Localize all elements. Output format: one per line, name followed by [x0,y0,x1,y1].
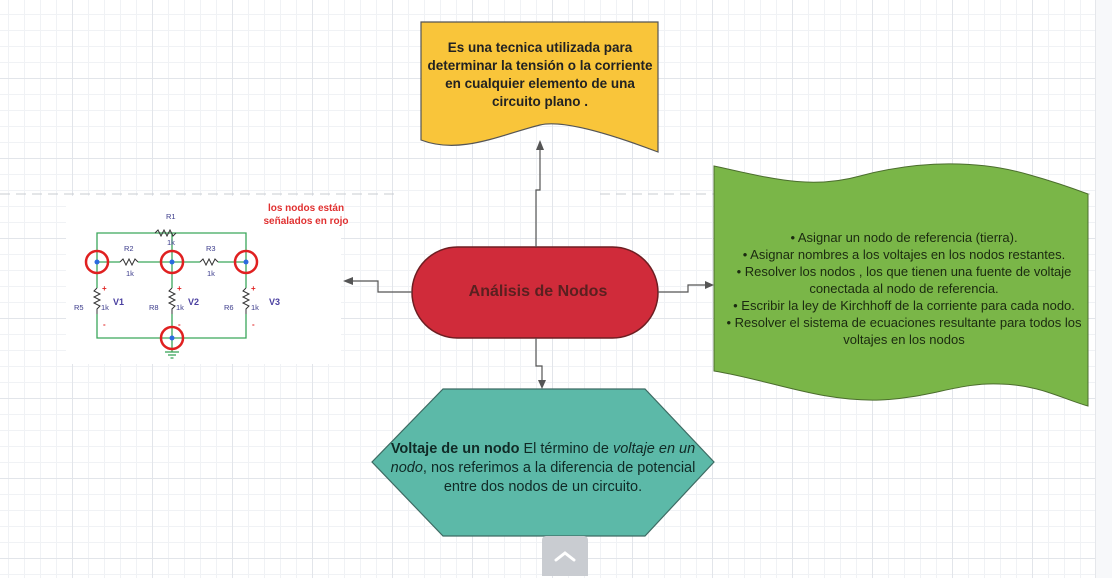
svg-text:R1: R1 [166,212,176,221]
svg-text:R8: R8 [149,303,159,312]
svg-text:1k: 1k [167,238,175,247]
steps-shape[interactable] [713,163,1089,407]
circuit-image: R1 1k R2 1k R3 1k R5 1k R8 1k R6 1k V1 V… [74,212,280,359]
voltage-node-rest: , nos referimos a la diferencia de poten… [422,460,696,495]
steps-list: • Asignar un nodo de referencia (tierra)… [720,208,1088,368]
step-item: • Resolver los nodos , los que tienen un… [736,263,1072,296]
scroll-up-button[interactable] [542,536,588,576]
svg-text:V3: V3 [269,297,280,307]
svg-text:R2: R2 [124,244,134,253]
right-scrollbar[interactable] [1095,0,1112,578]
step-item: • Escribir la ley de Kirchhoff de la cor… [733,297,1075,313]
svg-text:-: - [103,320,106,329]
voltage-node-shape[interactable] [371,388,715,537]
connector-top [535,145,541,247]
central-node-label: Análisis de Nodos [468,283,608,300]
step-item: • Resolver el sistema de ecuaciones resu… [726,314,1082,347]
chevron-up-icon [554,551,576,562]
svg-text:+: + [251,284,256,293]
voltage-node-lead: El término de [519,441,613,457]
voltage-node-italic: voltaje en un nodo [390,441,696,476]
svg-text:1k: 1k [101,303,109,312]
svg-text:+: + [177,284,182,293]
svg-text:R6: R6 [224,303,234,312]
voltage-node-term: Voltaje de un nodo [390,441,520,457]
svg-text:V2: V2 [188,297,199,307]
voltage-node-text: Voltaje de un nodo El término de voltaje… [390,432,696,512]
definition-text: Es una tecnica utilizada para determinar… [427,40,653,109]
node-marker-3 [233,249,259,275]
svg-text:R3: R3 [206,244,216,253]
svg-text:+: + [102,284,107,293]
arrowheads [343,140,714,389]
svg-text:1k: 1k [176,303,184,312]
svg-text:-: - [178,320,181,329]
svg-text:1k: 1k [207,269,215,278]
circuit-note: los nodos están señalados en rojo [263,203,349,227]
svg-text:V1: V1 [113,297,124,307]
step-item: • Asignar un nodo de referencia (tierra)… [790,229,1018,245]
connector-bottom [535,338,543,386]
node-marker-1 [84,249,110,275]
svg-text:1k: 1k [251,303,259,312]
connector-right [658,284,712,293]
connectors [346,145,712,386]
definition-shape[interactable] [420,21,659,153]
node-marker-2 [159,249,185,275]
connector-left [346,280,412,293]
step-item: • Asignar nombres a los voltajes en los … [742,246,1066,262]
node-marker-ground [159,325,185,351]
svg-text:R5: R5 [74,303,84,312]
circuit-image-bg [66,196,341,364]
svg-text:-: - [252,320,255,329]
svg-text:1k: 1k [126,269,134,278]
